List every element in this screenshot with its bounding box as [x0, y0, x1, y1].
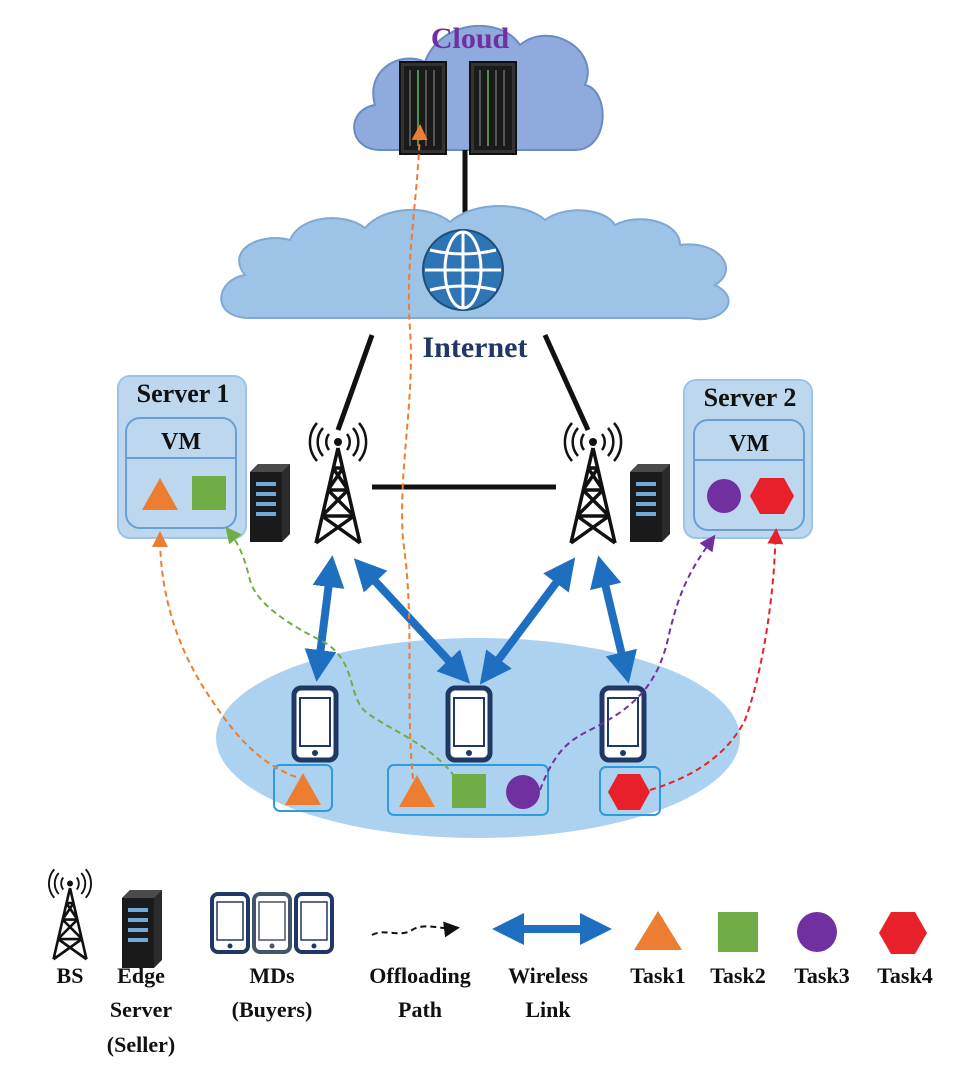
task1-icon [142, 478, 178, 510]
legend-task4-icon [879, 912, 927, 954]
legend-task4-label: Task4 [877, 963, 932, 988]
offloading-path-task4-server2 [649, 528, 784, 791]
bs1-tower-icon [308, 421, 368, 545]
task1-icon [399, 775, 435, 807]
task1-icon [285, 773, 321, 805]
task2-icon [452, 774, 486, 808]
server2-box: Server 2 VM [683, 379, 813, 539]
internet-bs2-link [542, 333, 591, 432]
md1-task-box [273, 764, 333, 812]
legend-task1-icon [634, 911, 682, 950]
legend-bs-label: BS [57, 963, 84, 988]
wireless-link [304, 555, 345, 682]
server1-box: Server 1 VM [117, 375, 247, 539]
legend-offloading-line2: Path [398, 997, 442, 1022]
edge-server2-icon [630, 464, 670, 542]
md-phone-icon [599, 685, 647, 763]
legend-mds-line1: MDs [249, 963, 295, 988]
task4-icon [608, 774, 650, 810]
internet: Internet [220, 205, 730, 364]
legend: BS Edge Server (Seller) MDs (Buyers) Off… [47, 867, 933, 1057]
task3-icon [707, 479, 741, 513]
offloading-path-task3-server2 [539, 534, 716, 791]
internet-bs1-link [335, 334, 375, 431]
offloading-path-task2-server1 [225, 526, 461, 786]
task3-icon [506, 775, 540, 809]
internet-label: Internet [423, 331, 528, 364]
legend-wireless-line1: Wireless [508, 963, 588, 988]
edge-server1-icon [250, 464, 290, 542]
legend-task2-icon [718, 912, 758, 952]
legend-task3-icon [797, 912, 837, 952]
wireless-links [304, 555, 637, 685]
server1-vm-label: VM [161, 429, 201, 455]
legend-task2-label: Task2 [710, 963, 765, 988]
wireless-link [479, 557, 576, 685]
legend-task1-label: Task1 [630, 963, 685, 988]
legend-edge-server-line2: Server [110, 997, 173, 1022]
bs2-tower-icon [563, 421, 623, 545]
legend-md-icon [210, 892, 334, 954]
wireless-link [590, 555, 637, 684]
offloading-path-task1-cloud [401, 124, 428, 780]
md-phone-icon [291, 685, 339, 763]
cloud: Cloud [353, 22, 604, 155]
task2-icon [192, 476, 226, 510]
wireless-link [353, 558, 471, 684]
legend-offloading-path-icon [371, 921, 460, 938]
cloud-server-icon [469, 61, 517, 155]
legend-bs-icon [47, 867, 93, 961]
server2-vm-label: VM [729, 431, 769, 457]
md3-task-box [599, 766, 661, 816]
cloud-server-icon [399, 61, 447, 155]
legend-mds-line2: (Buyers) [232, 997, 313, 1022]
legend-wireless-line2: Link [525, 997, 571, 1022]
legend-edge-server-line1: Edge [117, 963, 165, 988]
server2-label: Server 2 [704, 383, 797, 412]
globe-icon [422, 229, 504, 311]
legend-offloading-line1: Offloading [369, 963, 470, 988]
legend-edge-server-line3: (Seller) [107, 1032, 175, 1057]
offloading-path-task1-server1 [152, 531, 297, 778]
md-phone-icon [445, 685, 493, 763]
legend-task3-label: Task3 [794, 963, 849, 988]
cloud-label: Cloud [431, 22, 510, 55]
server1-label: Server 1 [137, 379, 230, 408]
legend-edge-server-icon [122, 890, 162, 968]
task4-icon [750, 478, 794, 514]
